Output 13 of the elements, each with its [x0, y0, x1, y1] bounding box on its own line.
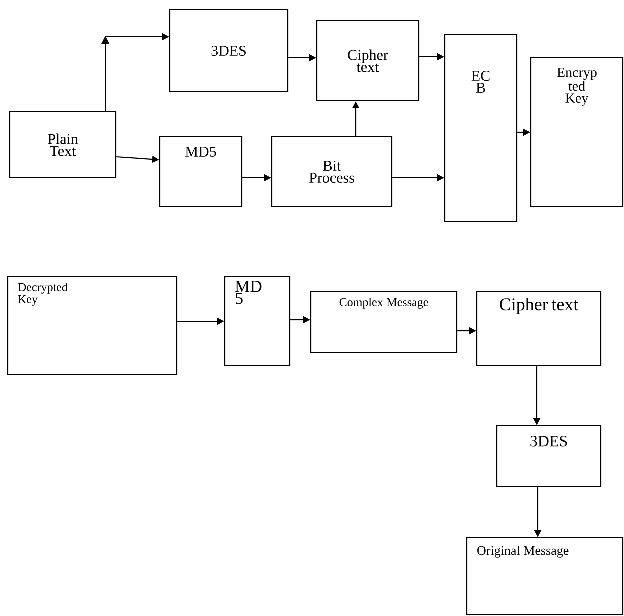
- process-box: Decrypted Key: [7, 276, 178, 376]
- process-box: EC B: [444, 34, 518, 223]
- process-box: Cipher text: [476, 291, 602, 367]
- process-box: Original Message: [466, 537, 624, 616]
- process-box: MD 5: [224, 276, 291, 367]
- process-box: MD5: [159, 136, 243, 208]
- process-box: Cipher text: [316, 20, 420, 102]
- process-box: 3DES: [169, 9, 289, 93]
- process-box: Bit Process: [271, 136, 393, 208]
- process-box: Plain Text: [9, 111, 117, 179]
- process-box: Encryp ted Key: [530, 57, 624, 208]
- process-box: Complex Message: [310, 291, 458, 354]
- process-box: 3DES: [496, 425, 602, 488]
